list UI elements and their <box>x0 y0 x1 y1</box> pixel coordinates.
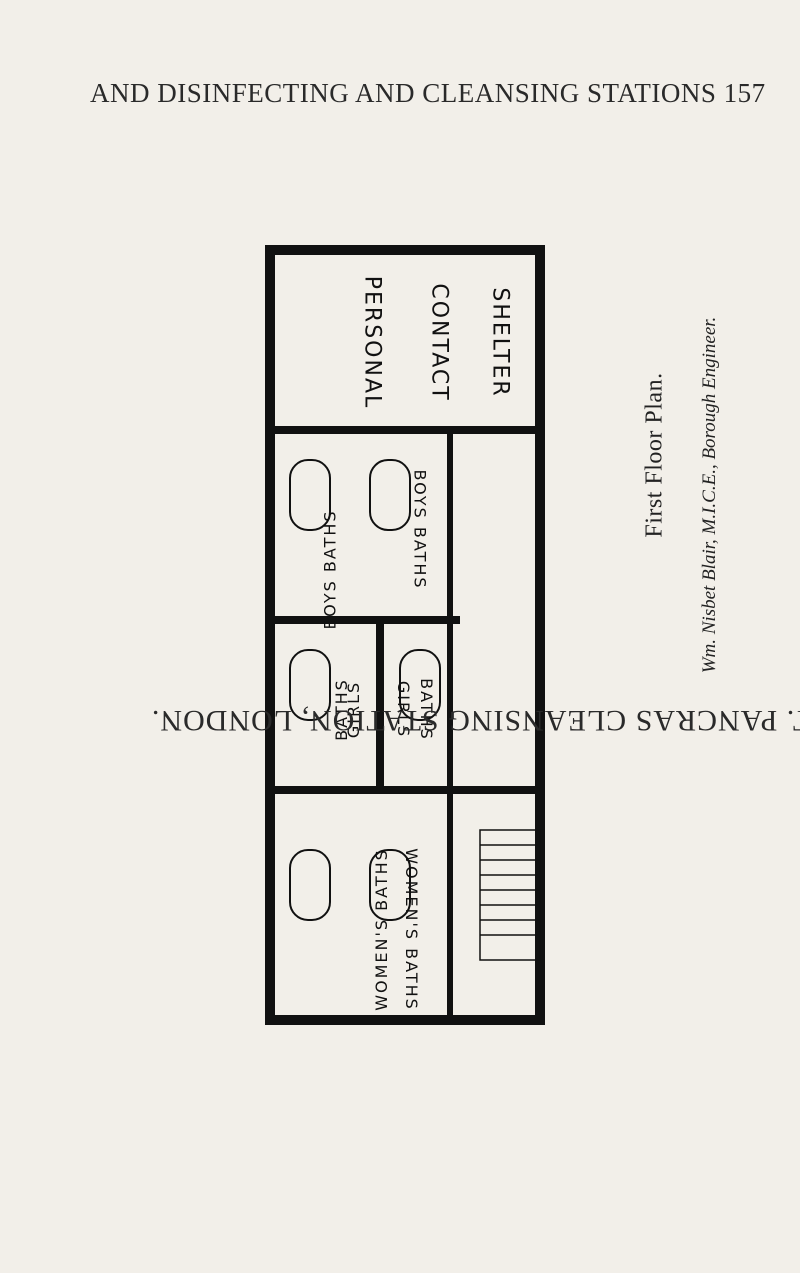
bath-fixture <box>399 649 441 721</box>
bath-fixture <box>369 459 411 531</box>
staircase <box>479 829 541 961</box>
label-shelter: SHELTER <box>487 287 513 398</box>
label-personal: PERSONAL <box>359 275 385 410</box>
running-head: AND DISINFECTING AND CLEANSING STATIONS … <box>90 78 766 108</box>
bath-fixture <box>369 849 411 921</box>
label-boys-baths-inverted: BOYS BATHS <box>320 509 340 630</box>
bath-fixture <box>289 459 331 531</box>
engineer-credit: Wm. Nisbet Blair, M.I.C.E., Borough Engi… <box>699 316 720 674</box>
floor-plan-drawing <box>265 245 545 1025</box>
label-contact: CONTACT <box>426 283 452 402</box>
label-boys-baths: BOYS BATHS <box>410 469 430 590</box>
plan-caption: ST. PANCRAS CLEANSING STATION, LONDON. <box>150 704 800 737</box>
bath-fixture <box>289 649 331 721</box>
label-womens-baths: WOMEN'S BATHS <box>401 848 421 1011</box>
outer-wall <box>265 245 545 1025</box>
bath-fixture <box>289 849 331 921</box>
floor-plan: SHELTER CONTACT PERSONAL BOYS BATHS BOYS… <box>230 230 590 1050</box>
label-womens-baths-inverted: WOMEN'S BATHS <box>371 848 391 1011</box>
plan-subtitle: First Floor Plan. <box>641 372 668 538</box>
